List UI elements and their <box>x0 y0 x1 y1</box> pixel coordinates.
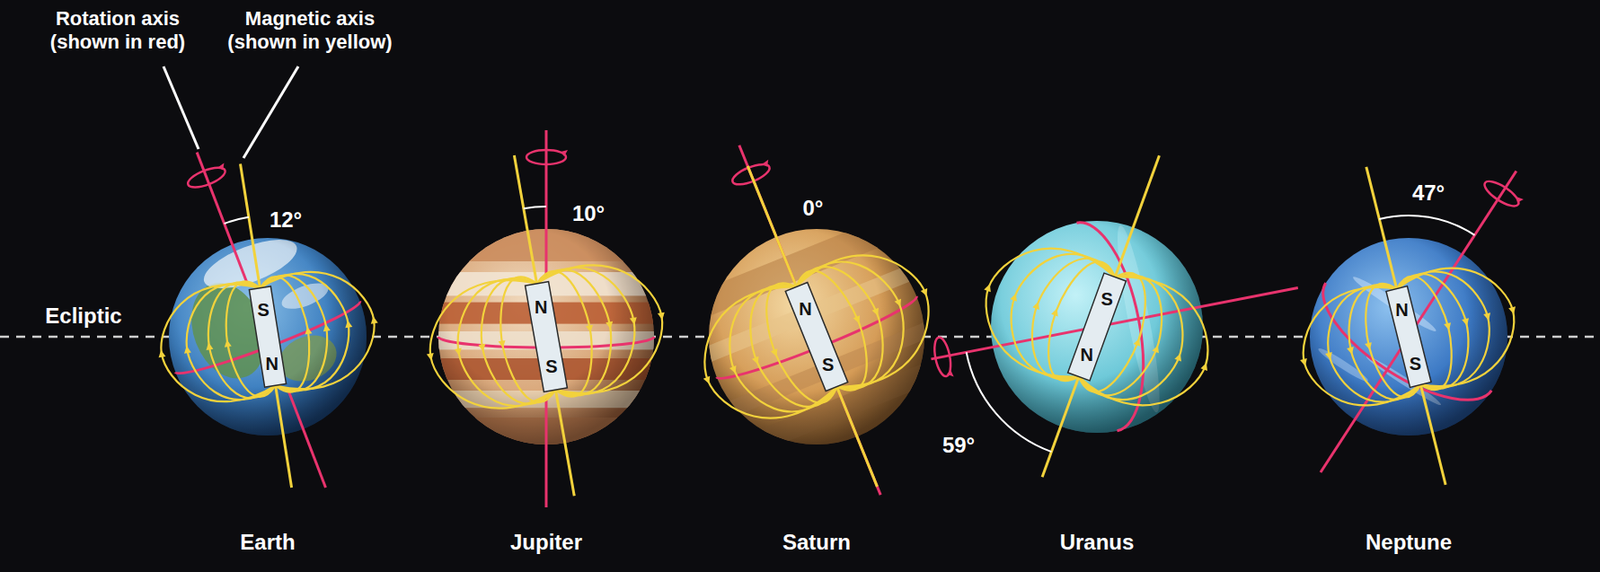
planet-name: Earth <box>239 530 295 556</box>
magnetic-axis <box>1114 155 1159 277</box>
spin-arrow <box>1513 195 1524 205</box>
leader-line <box>163 66 199 150</box>
spin-circle <box>526 150 566 165</box>
ecliptic-label: Ecliptic <box>44 303 122 329</box>
planet-body <box>990 220 1203 434</box>
pole-letter: S <box>545 356 557 377</box>
pole-letter: N <box>1395 300 1408 320</box>
planet-body <box>168 238 367 436</box>
magnetic-frame <box>1262 141 1550 512</box>
bar-magnet <box>785 282 848 391</box>
angle-label: 0° <box>803 195 824 221</box>
angle-label: 59° <box>942 433 975 459</box>
rotation-frame <box>104 116 418 523</box>
pole-letter: S <box>1101 289 1114 310</box>
magnetic-axis <box>1420 384 1446 486</box>
planet-name: Neptune <box>1365 530 1452 556</box>
angle-arc <box>523 206 547 209</box>
rotation-frame <box>639 105 982 536</box>
spin-arrow <box>945 370 954 379</box>
spin-arrow <box>761 159 771 168</box>
angle-arc <box>966 352 1052 452</box>
magnetic-frame <box>133 147 398 505</box>
surface-bands <box>684 216 949 458</box>
rotation-axis <box>545 130 549 278</box>
rotation-frame <box>910 184 1318 464</box>
pole-letter: N <box>798 299 812 319</box>
planet-shade <box>1309 238 1508 436</box>
magnetic-frame <box>398 134 690 516</box>
magnetic-axis <box>275 385 292 488</box>
magnetic-axis <box>555 389 575 496</box>
magnetic-frame <box>934 115 1268 517</box>
pole-letter: N <box>1080 344 1094 365</box>
spin-circle <box>185 163 229 192</box>
pole-letter: N <box>265 353 279 374</box>
bar-magnet <box>1386 286 1432 389</box>
axis-key-label: Magnetic axis (shown in yellow) <box>218 7 403 54</box>
magnetic-axis <box>836 387 877 487</box>
angle-arc <box>1379 215 1475 236</box>
angle-label: 10° <box>572 201 605 227</box>
axis-key-label: Rotation axis (shown in red) <box>32 7 204 54</box>
pole-letter: N <box>534 297 548 318</box>
pole-letter: S <box>1409 353 1422 374</box>
planet-name: Saturn <box>782 530 851 556</box>
spin-circle <box>1481 176 1523 211</box>
magnetic-frame <box>638 122 986 531</box>
rotation-axis <box>545 396 549 508</box>
angle-arc <box>224 217 249 224</box>
leader-line <box>243 66 299 159</box>
pole-letter: S <box>257 300 270 320</box>
planet-surface <box>684 216 949 458</box>
planet-name: Jupiter <box>510 530 583 556</box>
equator-line <box>1304 282 1492 425</box>
rotation-frame <box>438 130 655 508</box>
planet-shade <box>990 220 1203 434</box>
angle-label: 47° <box>1412 180 1445 206</box>
bar-magnet <box>248 286 286 388</box>
rotation-axis <box>287 387 327 488</box>
bar-magnet <box>1068 273 1127 381</box>
planet-body <box>1309 238 1508 436</box>
rotation-axis <box>1320 170 1517 472</box>
magnetic-axis <box>239 163 260 288</box>
spin-arrow <box>217 163 227 172</box>
magnetic-axis <box>747 166 796 287</box>
magnetic-axis <box>513 155 537 284</box>
planet-name: Uranus <box>1060 530 1135 556</box>
pole-letter: S <box>822 354 834 375</box>
spin-circle <box>931 335 954 378</box>
bar-magnet <box>525 282 568 393</box>
rotation-frame <box>1237 117 1600 527</box>
spin-arrow <box>560 150 568 157</box>
planet-shade <box>168 238 367 436</box>
magnetic-axis <box>1366 167 1397 290</box>
magnetic-axis <box>1042 376 1079 478</box>
angle-label: 12° <box>269 207 302 233</box>
